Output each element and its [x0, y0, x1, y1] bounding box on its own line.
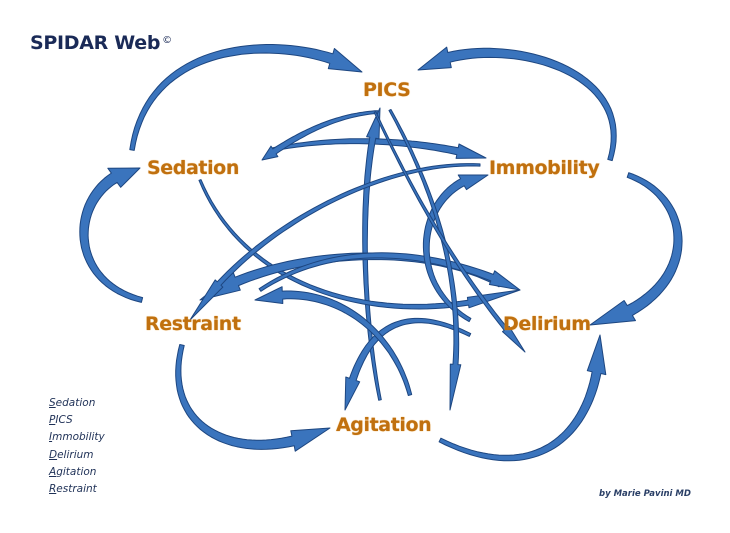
legend-item: Delirium	[49, 448, 94, 461]
legend: Sedation PICS Immobility Delirium Agitat…	[49, 395, 105, 498]
arrow-sedation-to-immobility	[269, 138, 487, 159]
node-agitation: Agitation	[336, 414, 432, 436]
legend-item: Restraint	[49, 483, 97, 496]
node-immobility: Immobility	[489, 157, 600, 179]
node-sedation: Sedation	[147, 157, 239, 179]
arrow-immobility-to-restraint	[189, 163, 481, 321]
title-text: SPIDAR Web	[30, 32, 161, 54]
arrow-immobility-to-sedation	[261, 110, 379, 161]
arrow-sedation-to-pics	[129, 44, 363, 151]
arrow-restraint-to-agitation	[175, 344, 331, 452]
author-credit: by Marie Pavini MD	[599, 489, 691, 499]
node-pics: PICS	[363, 79, 411, 101]
arrow-pics-to-delirium	[373, 111, 526, 353]
legend-item: PICS	[49, 414, 73, 427]
arrow-immobility-to-pics	[417, 46, 617, 162]
arrow-delirium-to-agitation	[344, 317, 472, 411]
legend-item: Immobility	[49, 431, 105, 444]
arrow-agitation-to-delirium	[438, 334, 607, 462]
arrow-pics-to-agitation	[388, 109, 462, 411]
node-restraint: Restraint	[145, 313, 241, 335]
copyright-mark: ©	[162, 35, 172, 46]
arrow-restraint-to-delirium	[258, 252, 521, 292]
arrow-immobility-to-delirium	[589, 172, 683, 326]
arrow-agitation-to-restraint	[254, 286, 413, 396]
arrow-sedation-to-delirium	[198, 179, 521, 310]
arrow-delirium-to-immobility	[422, 174, 489, 323]
node-delirium: Delirium	[503, 313, 591, 335]
arrow-restraint-to-sedation	[79, 167, 144, 303]
legend-item: Sedation	[49, 397, 96, 409]
diagram-title: SPIDAR Web©	[30, 32, 172, 54]
legend-item: Agitation	[49, 465, 97, 478]
